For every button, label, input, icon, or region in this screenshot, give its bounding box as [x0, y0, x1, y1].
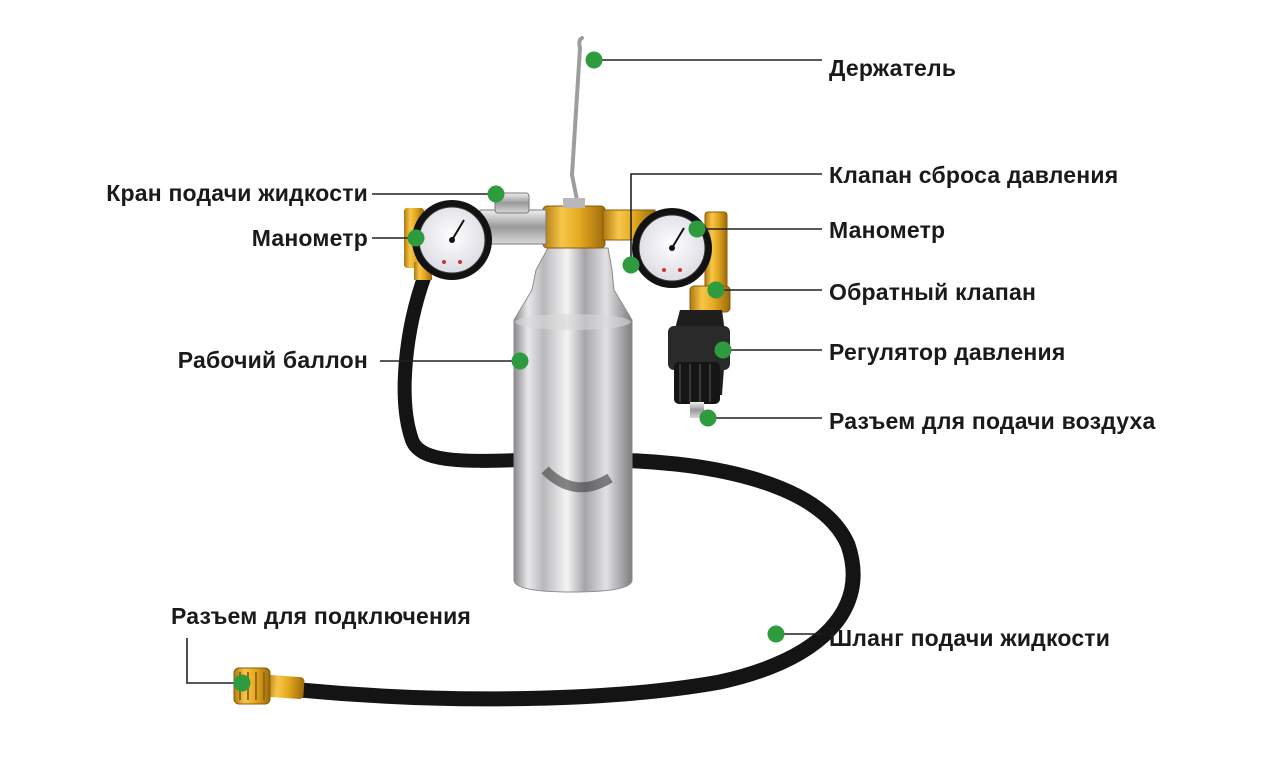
- label-check-valve: Обратный клапан: [829, 279, 1037, 305]
- green-dot-icon: [767, 625, 785, 643]
- label-connector: Разъем для подключения: [171, 603, 472, 629]
- working-tank-body: [513, 247, 633, 593]
- leader-connector: [186, 638, 242, 684]
- left-hose-loop: [397, 268, 527, 468]
- green-dot-icon: [233, 674, 251, 692]
- fluid-hose-path: [292, 452, 861, 707]
- label-holder: Держатель: [829, 55, 957, 81]
- label-gauge-left: Манометр: [251, 225, 368, 251]
- label-working-tank: Рабочий баллон: [177, 347, 368, 373]
- holder-wire: [569, 36, 584, 207]
- label-fluid-tap: Кран подачи жидкости: [106, 180, 368, 206]
- green-dot-icon: [714, 341, 732, 359]
- label-gauge-right: Манометр: [829, 217, 946, 243]
- label-pressure-regulator: Регулятор давления: [829, 339, 1066, 365]
- green-dot-icon: [688, 220, 706, 238]
- leader-relief-valve: [630, 173, 822, 265]
- green-dot-icon: [699, 409, 717, 427]
- green-dot-icon: [511, 352, 529, 370]
- green-dot-icon: [707, 281, 725, 299]
- left-gauge: [412, 200, 492, 280]
- label-relief-valve: Клапан сброса давления: [829, 162, 1119, 188]
- label-fluid-hose: Шланг подачи жидкости: [829, 625, 1111, 651]
- markers: [233, 51, 785, 692]
- pressure-regulator-body: [668, 310, 730, 418]
- label-air-inlet: Разъем для подачи воздуха: [829, 408, 1156, 434]
- green-dot-icon: [585, 51, 603, 69]
- right-gauge: [632, 208, 712, 288]
- green-dot-icon: [407, 229, 425, 247]
- green-dot-icon: [622, 256, 640, 274]
- tank-cap: [542, 205, 606, 249]
- green-dot-icon: [487, 185, 505, 203]
